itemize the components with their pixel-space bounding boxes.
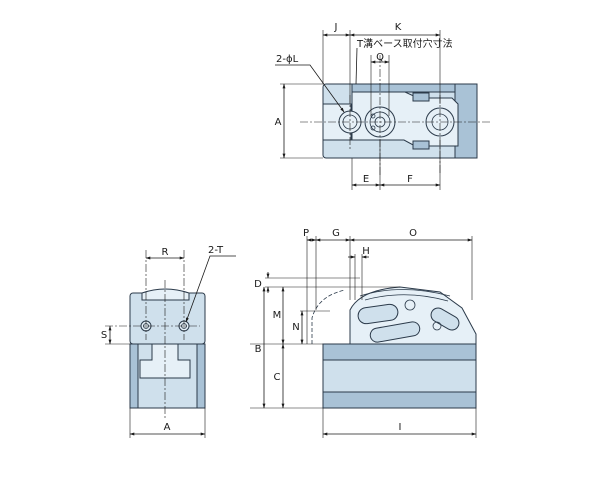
dim-label-b: B [255, 344, 262, 355]
dim-label-e: E [363, 174, 369, 185]
dim-label-p: P [303, 228, 309, 239]
dim-label-a-front: A [164, 422, 171, 433]
dim-label-k: K [395, 22, 402, 33]
dim-label-n: N [292, 322, 299, 333]
dim-label-f: F [407, 174, 413, 185]
dim-label-d: D [254, 279, 262, 290]
dim-label-s: S [101, 330, 107, 341]
dim-label-g: G [332, 228, 340, 239]
dim-label-j: J [334, 22, 338, 33]
side-view: P G H O D M N B C I [250, 228, 477, 438]
hole-spec-note: 2-ϕL [276, 54, 299, 65]
dim-label-c: C [274, 372, 281, 383]
dim-label-h: H [362, 246, 370, 257]
dim-label-r: R [162, 247, 169, 258]
dim-label-i: I [399, 422, 402, 433]
dim-label-o: O [409, 228, 417, 239]
t-slot-mounting-note: T溝ベース取付穴寸法 [356, 37, 453, 50]
top-view: J K T溝ベース取付穴寸法 2-ϕL Q A E F [275, 22, 490, 190]
dim-label-a-top: A [275, 117, 282, 128]
dim-label-q: Q [376, 52, 384, 63]
thread-spec-note: 2-T [208, 245, 224, 256]
front-view: R 2-T S A [101, 245, 236, 438]
dim-label-m: M [273, 310, 282, 321]
